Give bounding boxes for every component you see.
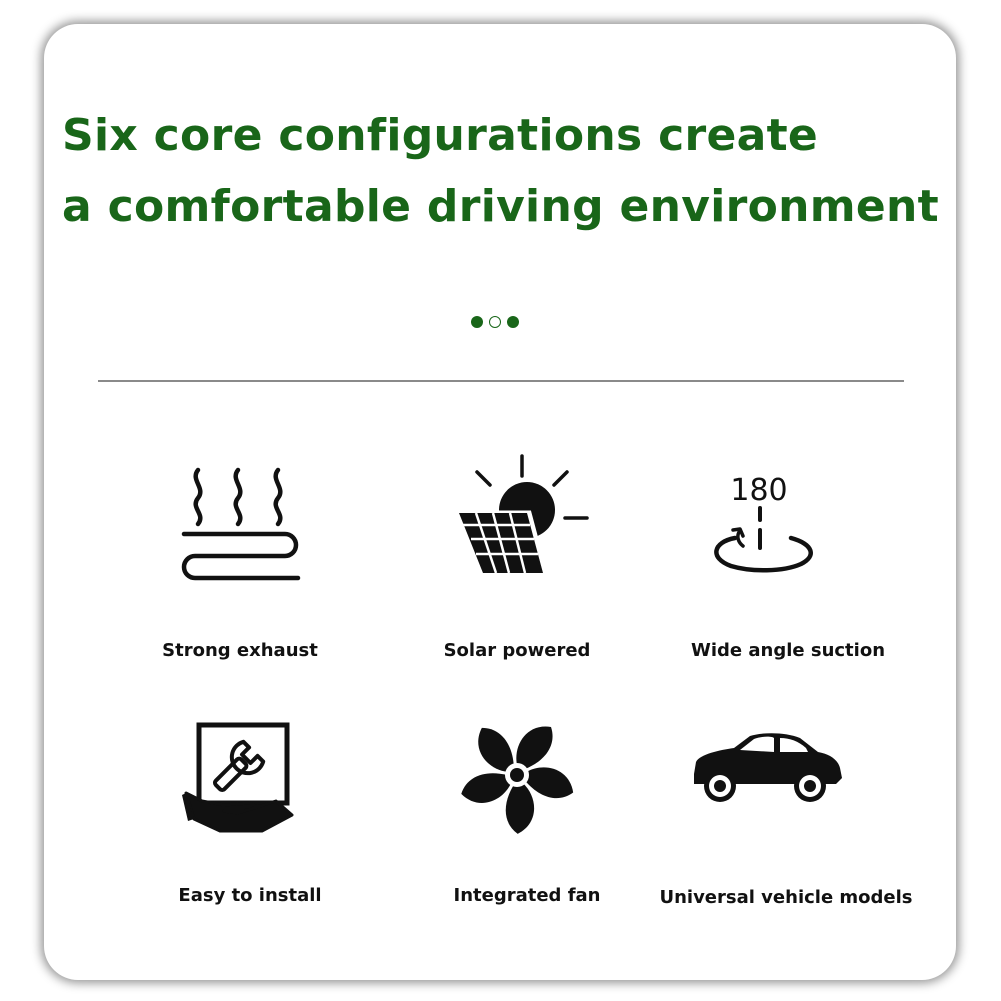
feature-label: Universal vehicle models (659, 887, 913, 908)
pagination-dot[interactable] (471, 316, 483, 328)
pagination-dot[interactable] (507, 316, 519, 328)
pagination-dot-active[interactable] (489, 316, 501, 328)
title-line-2: a comfortable driving environment (62, 181, 940, 232)
rotation-180-icon: 180 (703, 450, 863, 600)
feature-label: Wide angle suction (690, 640, 886, 661)
wrench-screen-hand-icon (180, 715, 340, 865)
car-icon (690, 730, 850, 880)
fan-icon (447, 715, 607, 865)
svg-text:180: 180 (730, 473, 787, 508)
feature-label: Strong exhaust (162, 640, 318, 661)
solar-panel-sun-icon (447, 450, 607, 600)
title-line-1: Six core configurations create (62, 110, 819, 161)
feature-label: Easy to install (178, 885, 322, 906)
divider (98, 380, 904, 382)
page-title: Six core configurations create a comfort… (62, 100, 939, 242)
feature-label: Integrated fan (453, 885, 601, 906)
heat-waves-icon (170, 450, 330, 600)
feature-label: Solar powered (443, 640, 591, 661)
pagination-dots (471, 314, 531, 330)
